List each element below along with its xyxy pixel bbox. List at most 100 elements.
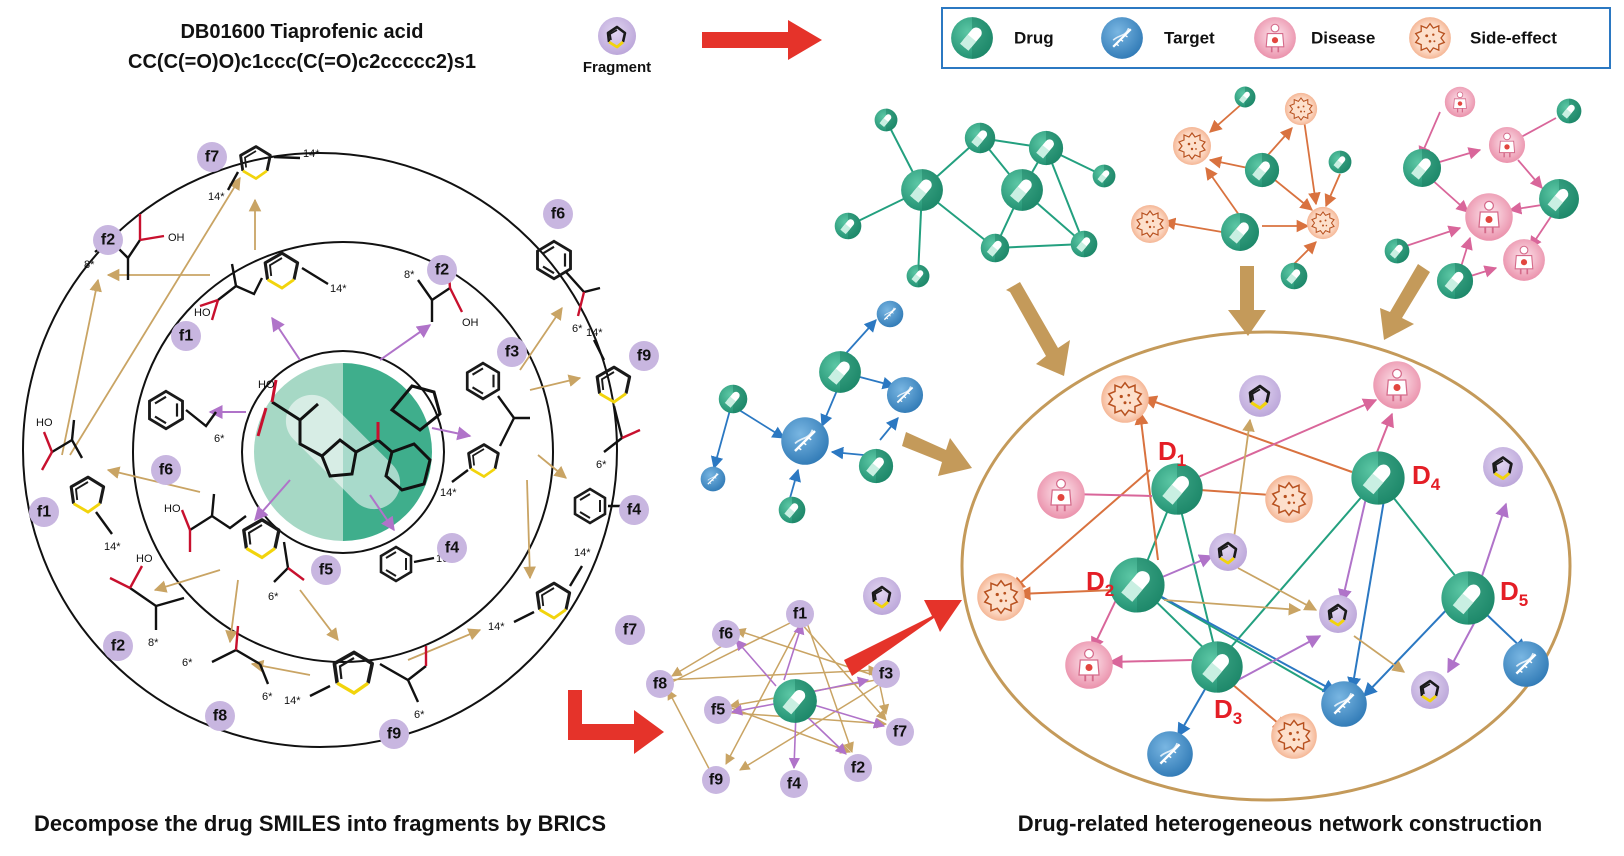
frag-f4-outer <box>573 487 607 525</box>
drug-label-d5: D5 <box>1500 576 1528 610</box>
frag-f7-lower-attach-a: 14* <box>574 547 591 559</box>
fragment-legend-label: Fragment <box>583 59 651 76</box>
frag-f1-outer-attach: 14* <box>104 541 121 553</box>
legend-drug-label: Drug <box>1014 29 1054 48</box>
legend-side-effect-icon <box>1408 16 1452 60</box>
frag-f1-inner <box>199 263 264 321</box>
frag-f1-inner-ho: HO <box>194 307 211 319</box>
frag-f9-lower <box>332 650 375 695</box>
drug-label-d1: D1 <box>1158 436 1186 470</box>
label-f5: f5 <box>319 562 333 579</box>
legend-target-icon <box>1100 16 1144 60</box>
frag-f8-attach-b: 6* <box>262 691 273 703</box>
drug-drug-network <box>834 108 1116 288</box>
smiles-string: CC(C(=O)O)c1ccc(C(=O)c2ccccc2)s1 <box>128 51 476 73</box>
frag-f2-top-attach: 8* <box>84 259 95 271</box>
frag-f6-inner <box>148 389 184 431</box>
frag-f7-attach-a: 14* <box>303 148 320 160</box>
left-caption: Decompose the drug SMILES into fragments… <box>34 811 606 836</box>
frag-f2-bottom-attach: 8* <box>148 637 159 649</box>
graph-node-f3: f3 <box>879 666 893 683</box>
label-f3: f3 <box>505 344 519 361</box>
graph-center-drug <box>773 679 817 723</box>
frag-f6-inner-attach: 6* <box>214 433 225 445</box>
legend-side-effect-label: Side-effect <box>1470 29 1557 48</box>
graph-node-f7: f7 <box>893 724 907 741</box>
drug-label-d3: D3 <box>1214 694 1242 728</box>
hetero-nodes <box>976 360 1550 778</box>
frag-f7-lower <box>535 581 572 620</box>
frag-f1-outer-ho: HO <box>36 417 53 429</box>
drug-label-d2: D2 <box>1086 566 1114 600</box>
label-f6-outer: f6 <box>551 206 565 223</box>
frag-f3-attach: 14* <box>440 487 457 499</box>
label-f7-lower: f7 <box>623 622 637 639</box>
graph-node-f2: f2 <box>851 760 865 777</box>
label-f1-outer: f1 <box>37 504 51 521</box>
hetero-edges-tan <box>1163 418 1406 673</box>
legend-drug-icon <box>951 17 993 59</box>
legend-target-label: Target <box>1164 29 1215 48</box>
graph-node-f5: f5 <box>711 702 725 719</box>
label-f6-inner: f6 <box>159 462 173 479</box>
frag-f7-outer: 14* 14* <box>208 145 320 203</box>
top-red-arrow <box>702 20 822 60</box>
drug-target-network <box>700 300 924 524</box>
graph-node-f9: f9 <box>709 772 723 789</box>
frag-f8-attach-a: 6* <box>182 657 193 669</box>
frag-f5 <box>180 493 247 552</box>
middle-ring <box>132 241 554 663</box>
frag-f1-outer-ring <box>69 475 106 514</box>
drug-disease-network <box>1384 86 1582 300</box>
label-f2-outer-top: f2 <box>101 232 115 249</box>
center-molecule <box>256 379 442 492</box>
outer-ring <box>22 152 618 748</box>
tan-thick-arrows <box>902 264 1430 476</box>
inner-ring <box>241 350 445 554</box>
legend-disease-label: Disease <box>1311 29 1375 48</box>
graph-node-f6: f6 <box>719 626 733 643</box>
frag-f9-outer <box>595 365 632 404</box>
frag-f9-lower-attach-b: 6* <box>414 709 425 721</box>
frag-f1-inner-ring <box>263 251 300 290</box>
red-arrow-to-network <box>844 600 962 676</box>
frag-f2-top-oh: OH <box>168 232 185 244</box>
frag-f3-thiophene <box>467 443 500 478</box>
center-arrows <box>208 316 472 532</box>
frag-f2-inner-oh: OH <box>462 317 479 329</box>
hetero-edges-orange <box>1010 395 1353 731</box>
frag-f2-bottom-ho: HO <box>136 553 153 565</box>
frag-f6-outer-attach: 6* <box>572 323 583 335</box>
frag-f3-benzene <box>465 361 501 401</box>
frag-f7-attach-b: 14* <box>208 191 225 203</box>
frag-f9-lower-attach-a: 14* <box>284 695 301 707</box>
frag-f5-ring <box>242 518 281 560</box>
frag-f2-outer-bottom <box>109 565 185 630</box>
frag-f1-inner-attach: 14* <box>330 283 347 295</box>
fragment-label-bubbles: f7 f2 f1 f2 f6 f3 f9 f6 f4 f1 f5 f4 f7 f… <box>29 142 659 749</box>
center-drug-pill <box>254 363 432 541</box>
frag-f1-outer <box>40 419 84 471</box>
right-caption: Drug-related heterogeneous network const… <box>1018 811 1542 836</box>
heterogeneous-network-ellipse <box>960 330 1572 802</box>
drug-title: DB01600 Tiaprofenic acid <box>180 21 423 43</box>
frag-f9-outer-attach-b: 6* <box>596 459 607 471</box>
legend-disease-icon <box>1253 16 1297 60</box>
graph-node-f4: f4 <box>787 776 801 793</box>
hetero-edges-purple <box>1159 497 1509 681</box>
graph-node-f1: f1 <box>793 606 807 623</box>
fragment-drug-graph: f6 f1 f3 f8 f5 f7 f2 f9 f4 <box>646 576 914 798</box>
drug-label-d4: D4 <box>1412 460 1441 494</box>
frag-f2-inner-attach: 8* <box>404 269 415 281</box>
center-oh-label: HO <box>258 379 275 391</box>
label-f9-outer: f9 <box>637 348 651 365</box>
label-f1-inner: f1 <box>179 328 193 345</box>
fragment-arrows <box>61 176 582 676</box>
label-f2-inner: f2 <box>435 262 449 279</box>
fragment-legend-icon <box>597 16 637 56</box>
frag-f4-inner <box>379 545 413 583</box>
label-f2-outer-bottom: f2 <box>111 638 125 655</box>
graph-node-f8: f8 <box>653 676 667 693</box>
label-f4-outer: f4 <box>627 502 641 519</box>
